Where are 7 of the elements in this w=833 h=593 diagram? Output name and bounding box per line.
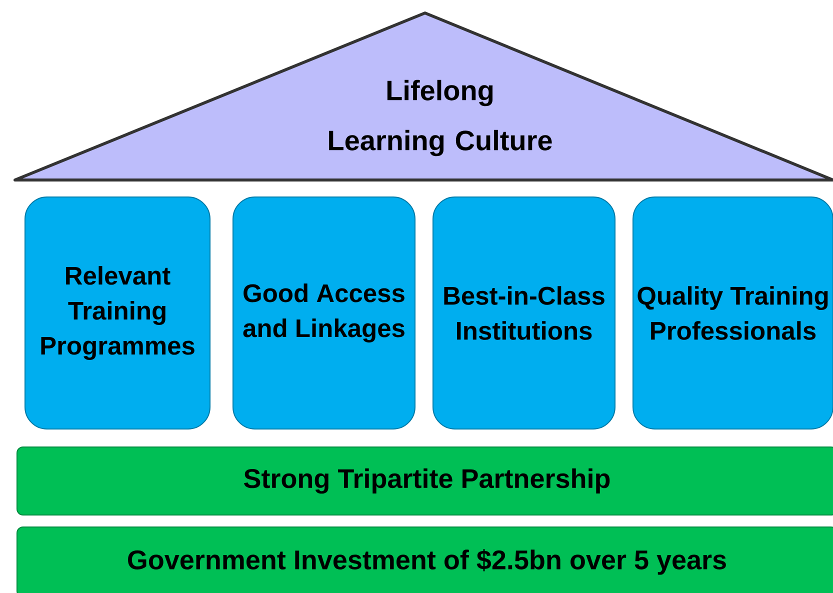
roof-triangle: Lifelong Learning Culture [14,12,833,182]
pillar-box: Best-in-Class Institutions [432,196,616,430]
pillar-box: Good Access and Linkages [232,196,416,430]
foundation-bar: Strong Tripartite Partnership [16,446,833,516]
pillar-box: Quality Training Professionals [632,196,833,430]
pillar-box: Relevant Training Programmes [24,196,210,430]
foundation-bar: Government Investment of $2.5bn over 5 years [16,526,833,593]
